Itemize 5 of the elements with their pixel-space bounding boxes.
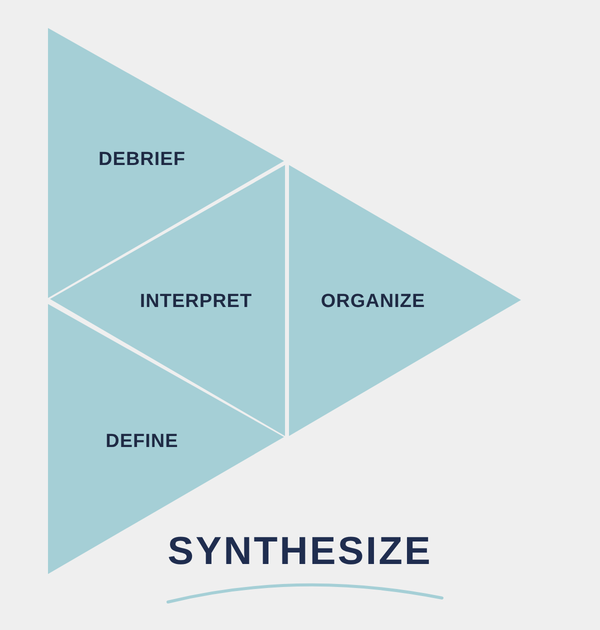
diagram-title: SYNTHESIZE: [168, 530, 432, 573]
segment-label: ORGANIZE: [320, 291, 426, 313]
segment-label: DEBRIEF: [98, 149, 186, 171]
segment-label: DEFINE: [106, 431, 178, 453]
segment-label: INTERPRET: [140, 291, 252, 313]
